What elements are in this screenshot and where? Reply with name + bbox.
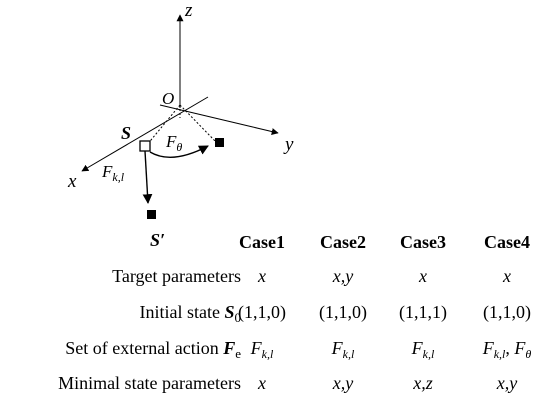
state-marker (139, 140, 151, 152)
next-state-label: S′ (150, 230, 165, 250)
table-row: Initial state S0 (1,1,0) (1,1,0) (1,1,1)… (140, 302, 532, 325)
coordinate-diagram: z y x O S Fθ Fk,l S′ (67, 0, 294, 250)
origin-label: O (162, 89, 174, 108)
column-header: Case3 (400, 232, 446, 252)
table-cell: Fk,l (411, 338, 435, 361)
table-cell: x,y (332, 266, 353, 286)
table-cell: x (418, 266, 427, 286)
theta-force-label: Fθ (165, 132, 182, 154)
x-axis-label: x (67, 171, 77, 192)
force-arrow (142, 150, 153, 204)
projection-line (179, 104, 217, 143)
table-cell: x (257, 266, 266, 286)
table-cell: (1,1,0) (483, 302, 531, 323)
force-label: Fk,l (101, 162, 125, 184)
y-axis-label: y (283, 134, 294, 155)
row-label: Minimal state parameters (58, 373, 241, 393)
table-cell: Fk,l, Fθ (482, 338, 532, 361)
table-cell: x,z (412, 373, 433, 393)
table-cell: Fk,l (250, 338, 274, 361)
column-header: Case4 (484, 232, 530, 252)
row-label: Target parameters (112, 266, 241, 286)
x-axis (81, 96, 209, 172)
table-row: Set of external action Fe Fk,l Fk,l Fk,l… (65, 338, 531, 361)
rotation-arrow (149, 145, 209, 158)
table-cell: x,y (496, 373, 517, 393)
rotated-state-marker (215, 138, 224, 147)
next-state-marker (147, 210, 156, 219)
z-axis-label: z (184, 0, 193, 21)
row-label: Set of external action Fe (65, 338, 241, 361)
column-header: Case2 (320, 232, 366, 252)
column-header: Case1 (239, 232, 285, 252)
table-cell: x (257, 373, 266, 393)
state-label: S (121, 123, 131, 143)
table-cell: x,y (332, 373, 353, 393)
table-header: Case1 Case2 Case3 Case4 (239, 232, 530, 252)
table-row: Target parameters x x,y x x (112, 266, 511, 286)
table-cell: Fk,l (331, 338, 355, 361)
projection-line (145, 104, 181, 147)
y-axis (159, 104, 279, 135)
row-label: Initial state S0 (140, 302, 242, 325)
table-cell: x (502, 266, 511, 286)
table-cell: (1,1,1) (399, 302, 447, 323)
table-cell: (1,1,0) (238, 302, 286, 323)
table-row: Minimal state parameters x x,y x,z x,y (58, 373, 517, 393)
table-cell: (1,1,0) (319, 302, 367, 323)
case-table: Case1 Case2 Case3 Case4 Target parameter… (58, 232, 531, 393)
